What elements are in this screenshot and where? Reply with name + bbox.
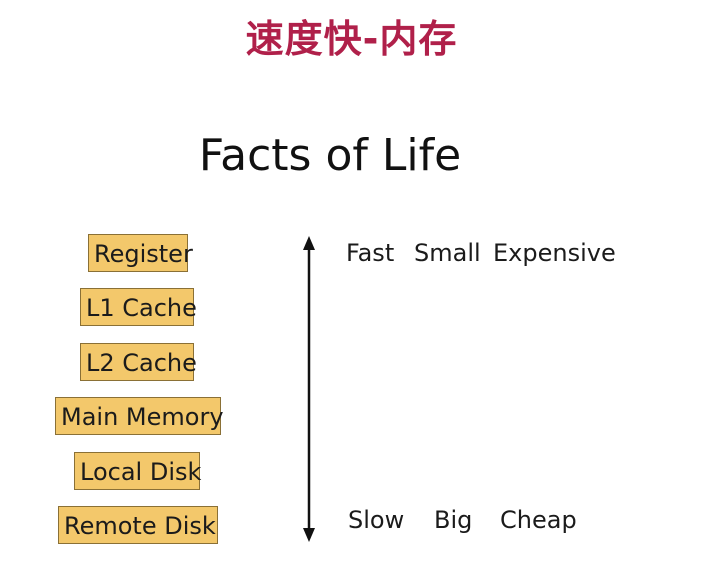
level-local-disk: Local Disk: [74, 452, 201, 490]
level-remote-disk: Remote Disk: [58, 506, 218, 544]
level-main-memory: Main Memory: [55, 397, 224, 435]
header-title: 速度快-内存: [245, 17, 458, 61]
attribute-cheap: Cheap: [500, 506, 577, 534]
attribute-slow: Slow: [348, 506, 405, 534]
attribute-small: Small: [414, 239, 481, 267]
double-arrow-icon: [303, 236, 315, 542]
level-register: Register: [88, 234, 193, 272]
attribute-big: Big: [434, 506, 473, 534]
slide-title: Facts of Life: [198, 130, 462, 181]
level-l2-cache: L2 Cache: [80, 343, 197, 381]
memory-hierarchy-list: Register L1 Cache L2 Cache Main Memory L…: [50, 228, 230, 558]
attribute-expensive: Expensive: [493, 239, 616, 267]
level-l1-cache: L1 Cache: [80, 288, 197, 326]
attribute-fast: Fast: [346, 239, 395, 267]
double-arrow-axis: [294, 236, 324, 542]
